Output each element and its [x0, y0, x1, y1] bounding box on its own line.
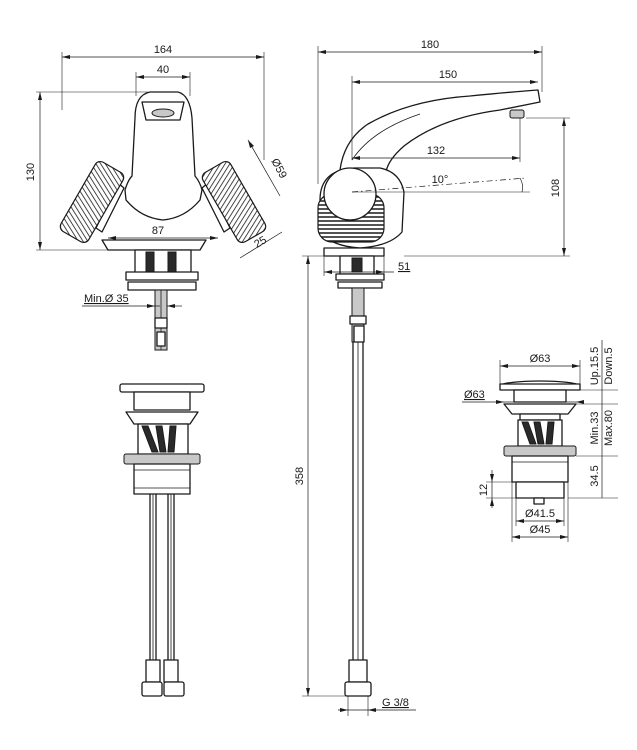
front-lock-nut — [123, 453, 201, 465]
dim-up-travel: Up.15.5 — [589, 347, 601, 386]
dim-hose-length: 358 — [294, 467, 306, 485]
dim-base-offset: 51 — [398, 261, 410, 273]
dim-min-hole: Min.Ø 35 — [84, 293, 129, 305]
dim-thread: G 3/8 — [382, 697, 409, 709]
dim-handle-depth: 25 — [252, 234, 269, 251]
front-right-handle — [201, 160, 267, 244]
dim-tail-diameter: Ø41.5 — [525, 508, 555, 520]
dim-flange-diameter: Ø63 — [464, 389, 485, 401]
dim-front-width: 164 — [154, 44, 172, 56]
front-view — [59, 91, 267, 697]
front-hoses — [141, 493, 185, 697]
side-spout — [339, 89, 541, 173]
waste-detail — [499, 380, 581, 505]
dim-tail-height: 12 — [478, 484, 490, 496]
dim-spout-width: 40 — [157, 64, 169, 76]
aerator — [151, 108, 175, 118]
front-cage — [137, 423, 189, 455]
dim-side-depth: 180 — [421, 39, 439, 51]
dim-max-thickness: Max.80 — [603, 410, 615, 446]
side-dimensions: 180 150 132 10° 108 51 — [294, 39, 570, 716]
dim-swivel-reach: 132 — [427, 145, 445, 157]
front-nut-cap — [119, 383, 205, 393]
waste-dimensions: Ø63 Ø63 Up.15.5 Down.5 Min.33 Max.80 34.… — [462, 340, 618, 542]
dim-outer-diameter: Ø45 — [530, 524, 551, 536]
dim-handle-diameter: Ø59 — [268, 157, 288, 181]
front-body — [124, 91, 203, 221]
dim-cap-diameter: Ø63 — [530, 353, 551, 365]
dim-front-height: 130 — [25, 163, 37, 181]
front-shank — [134, 249, 192, 275]
dim-min-thickness: Min.33 — [589, 411, 601, 444]
side-view — [317, 89, 541, 697]
dim-body-height: 34.5 — [589, 465, 601, 486]
waste-cage — [517, 419, 563, 447]
side-aerator — [509, 109, 525, 119]
dim-spout-angle: 10° — [432, 174, 449, 186]
dim-down-travel: Down.5 — [603, 347, 615, 384]
dim-spout-reach: 150 — [439, 69, 457, 81]
front-left-handle — [59, 160, 125, 244]
dim-side-height: 108 — [550, 179, 562, 197]
front-body-base — [101, 239, 207, 251]
dim-handle-spacing: 87 — [152, 225, 164, 237]
